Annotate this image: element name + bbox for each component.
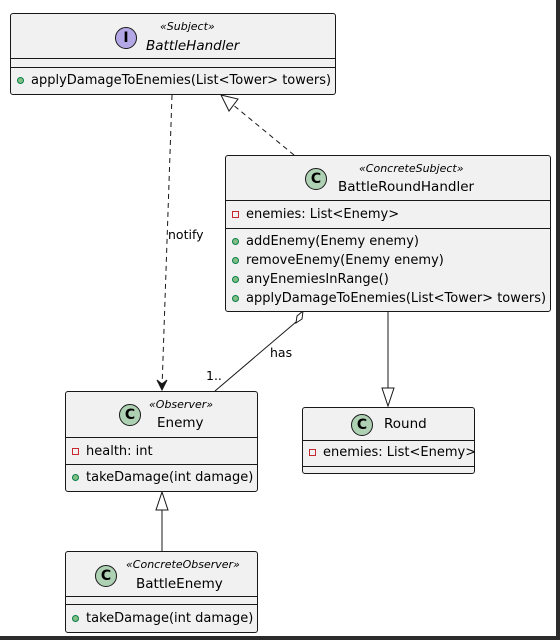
- divider: [303, 440, 474, 441]
- method-item: applyDamageToEnemies(List<Tower> towers): [17, 73, 331, 88]
- class-icon: C: [351, 414, 373, 436]
- public-method-icon: [72, 474, 79, 481]
- has-label: has: [270, 345, 293, 360]
- aggregation-diamond: [295, 309, 304, 325]
- divider: [66, 464, 257, 465]
- private-field-icon: [72, 448, 79, 455]
- class-name: BattleEnemy: [136, 576, 223, 592]
- class-name: BattleRoundHandler: [338, 179, 475, 195]
- aggregation-edge: [214, 321, 297, 392]
- field-item: enemies: List<Enemy>: [232, 207, 399, 222]
- method-item: removeEnemy(Enemy enemy): [232, 253, 444, 268]
- private-field-icon: [309, 449, 316, 456]
- round-generalization-arrowhead: [381, 387, 395, 408]
- class-icon: C: [95, 565, 117, 587]
- method-item: takeDamage(int damage): [72, 470, 253, 485]
- battle-enemy-class[interactable]: C «ConcreteObserver» BattleEnemy takeDam…: [65, 551, 258, 633]
- class-name: Round: [384, 416, 427, 432]
- divider: [11, 58, 335, 59]
- field-item: enemies: List<Enemy>: [309, 445, 476, 460]
- public-method-icon: [232, 238, 239, 245]
- divider: [303, 466, 474, 467]
- realization-arrowhead: [220, 94, 239, 112]
- divider: [66, 596, 257, 597]
- public-method-icon: [232, 257, 239, 264]
- public-method-icon: [17, 77, 24, 84]
- divider: [226, 200, 550, 201]
- stereotype-label: «Observer»: [149, 398, 214, 411]
- class-name: Enemy: [157, 415, 204, 431]
- divider: [11, 67, 335, 68]
- divider: [226, 228, 550, 229]
- divider: [66, 437, 257, 438]
- notify-dependency-edge: [161, 94, 173, 389]
- notify-arrowhead: [156, 379, 168, 392]
- realization-edge: [231, 103, 295, 156]
- method-item: addEnemy(Enemy enemy): [232, 234, 419, 249]
- notify-label: notify: [168, 227, 204, 242]
- field-item: health: int: [72, 444, 153, 459]
- method-item: takeDamage(int damage): [72, 611, 253, 626]
- private-field-icon: [232, 211, 239, 218]
- stereotype-label: «Subject»: [160, 20, 215, 33]
- enemy-generalization-arrowhead: [155, 490, 169, 511]
- class-icon: C: [119, 404, 141, 426]
- stereotype-label: «ConcreteObserver»: [126, 558, 240, 571]
- public-method-icon: [232, 276, 239, 283]
- method-item: anyEnemiesInRange(): [232, 272, 389, 287]
- interface-icon: I: [115, 27, 137, 49]
- class-name: BattleHandler: [146, 38, 240, 54]
- enemy-class[interactable]: C «Observer» Enemy health: int takeDamag…: [65, 391, 258, 492]
- method-item: applyDamageToEnemies(List<Tower> towers): [232, 291, 546, 306]
- public-method-icon: [232, 295, 239, 302]
- battle-handler-class[interactable]: I «Subject» BattleHandler applyDamageToE…: [10, 13, 336, 95]
- class-icon: C: [305, 168, 327, 190]
- round-class[interactable]: C Round enemies: List<Enemy>: [302, 407, 476, 474]
- battle-round-handler-class[interactable]: C «ConcreteSubject» BattleRoundHandler e…: [225, 155, 551, 312]
- divider: [66, 604, 257, 605]
- multiplicity-label: 1..: [206, 368, 222, 383]
- public-method-icon: [72, 615, 79, 622]
- stereotype-label: «ConcreteSubject»: [359, 162, 464, 175]
